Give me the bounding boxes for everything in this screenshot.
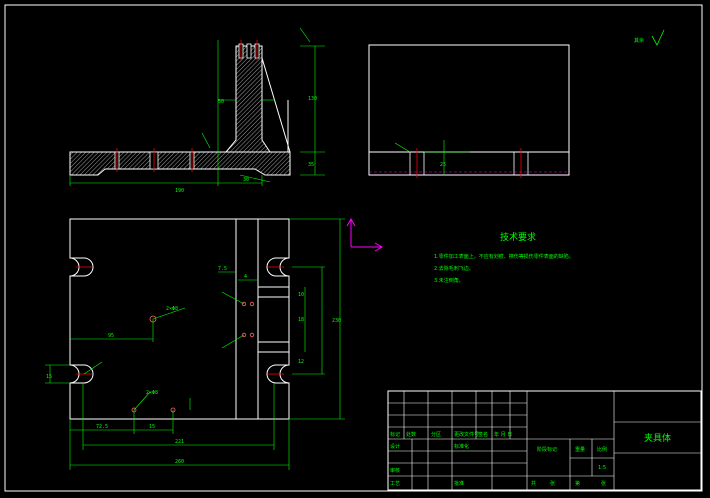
front-dimension-lines (69, 27, 325, 186)
dim-front-rib: 30 (243, 177, 249, 183)
plan-hole-5 (241, 332, 247, 338)
dim-front-width: 190 (175, 188, 184, 194)
front-base-section (69, 151, 291, 176)
notes-title: 技术要求 (500, 231, 536, 243)
side-view: 25 (368, 44, 570, 178)
tb-date: 年 月 日 (494, 431, 512, 438)
dim-plan-hole-a: 2×Φ8 (166, 306, 178, 312)
note-item-2: 2.去除毛刺飞边。 (434, 265, 474, 272)
tb-approve: 批准 (454, 480, 464, 487)
tb-count: 处数 (406, 431, 416, 438)
plan-uslot-4 (266, 364, 289, 384)
plan-dimension-lines (45, 218, 345, 470)
roughness-note: 其余 (634, 29, 665, 46)
tb-mark: 标记 (390, 431, 400, 438)
tb-scale-label: 比例 (597, 446, 607, 453)
tb-review: 审核 (390, 467, 400, 474)
dim-plan-edge: 15 (46, 374, 52, 380)
tb-part-name: 夹具体 (644, 432, 671, 444)
dim-plan-small: 4 (244, 274, 247, 280)
plan-hole-4 (249, 301, 255, 307)
tb-sheet-2: 张 (601, 480, 606, 487)
ucs-axis-icon (346, 217, 384, 252)
technical-notes: 技术要求 1.零件加工表面上，不应有划痕、擦伤等损伤零件表面的缺陷。 2.去除毛… (434, 231, 574, 284)
dim-plan-offset: 15 (149, 424, 155, 430)
plan-view: 260 221 72.5 15 230 95 10 18 12 7.5 4 15… (45, 218, 345, 470)
side-outline (368, 44, 570, 176)
plan-hole-3 (241, 301, 247, 307)
tb-weight: 重量 (575, 446, 585, 453)
plan-hole-6 (249, 332, 255, 338)
dim-front-base: 35 (308, 162, 314, 168)
dim-plan-v2: 18 (298, 317, 304, 323)
tb-sheet: 张 (550, 480, 555, 487)
note-item-3: 3.未注倒角。 (434, 277, 464, 284)
plan-outline (69, 218, 290, 420)
plan-uslot-3 (266, 257, 289, 277)
roughness-symbol-icon (651, 29, 665, 46)
tb-sheets: 共 (531, 480, 536, 487)
dim-plan-hole-b: 2×Φ8 (146, 390, 158, 396)
drawing-frame (4, 4, 703, 492)
dim-plan-width: 260 (175, 459, 184, 465)
tb-stage-mark: 阶段标记 (537, 446, 557, 453)
plan-uslot-1 (70, 257, 94, 277)
front-section-view: 190 130 50 35 30 (69, 27, 325, 194)
roughness-note-text: 其余 (634, 37, 644, 44)
front-rib-line (261, 57, 291, 153)
tb-sign: 签名 (478, 431, 488, 438)
side-dimension-lines (394, 140, 470, 175)
note-item-1: 1.零件加工表面上，不应有划痕、擦伤等损伤零件表面的缺陷。 (434, 253, 574, 260)
tb-process: 工艺 (390, 481, 400, 487)
dim-plan-height: 230 (332, 318, 341, 324)
tb-change-doc: 更改文件号 (454, 431, 479, 438)
dim-plan-inner: 221 (175, 439, 184, 445)
tb-standardize: 标准化 (454, 443, 469, 450)
dim-plan-v3: 12 (298, 359, 304, 365)
front-web-section (224, 45, 271, 153)
tb-scale: 1:5 (598, 465, 606, 471)
dim-plan-x: 95 (108, 333, 114, 339)
dim-plan-left: 72.5 (96, 424, 108, 430)
plan-uslot-2 (70, 364, 94, 384)
tb-zone: 分区 (431, 431, 441, 438)
tb-of: 第 (575, 480, 580, 487)
dim-front-web: 50 (218, 99, 224, 105)
front-slot-2 (246, 43, 252, 59)
dim-plan-v1: 10 (298, 292, 304, 298)
dim-side-base: 25 (440, 162, 446, 168)
dim-plan-h1: 7.5 (218, 266, 227, 272)
tb-design: 设计 (390, 443, 400, 450)
dim-front-height: 130 (308, 96, 317, 102)
title-block: 标记 处数 分区 更改文件号 签名 年 月 日 设计 标准化 审核 工艺 批准 … (387, 390, 702, 491)
